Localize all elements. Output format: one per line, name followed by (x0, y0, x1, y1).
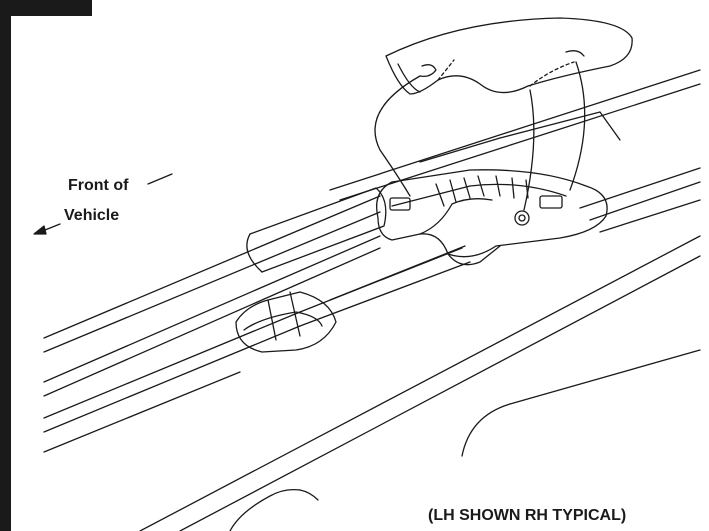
rear-bracket-base (375, 169, 608, 266)
front-direction-arrow (33, 173, 173, 235)
vehicle-label: Vehicle (64, 207, 120, 224)
left-frame-bar (0, 0, 11, 531)
corner-tab (0, 0, 92, 16)
front-support-foot (235, 291, 337, 353)
diagram-caption: (LH SHOWN RH TYPICAL) (428, 507, 627, 524)
roof-rail-lines (43, 69, 701, 531)
end-cover-cap (385, 17, 633, 95)
rail-tube (246, 187, 387, 273)
front-of-label: Front of (68, 177, 129, 194)
roof-contour-curves (229, 349, 701, 531)
install-guide-lines (374, 61, 586, 211)
